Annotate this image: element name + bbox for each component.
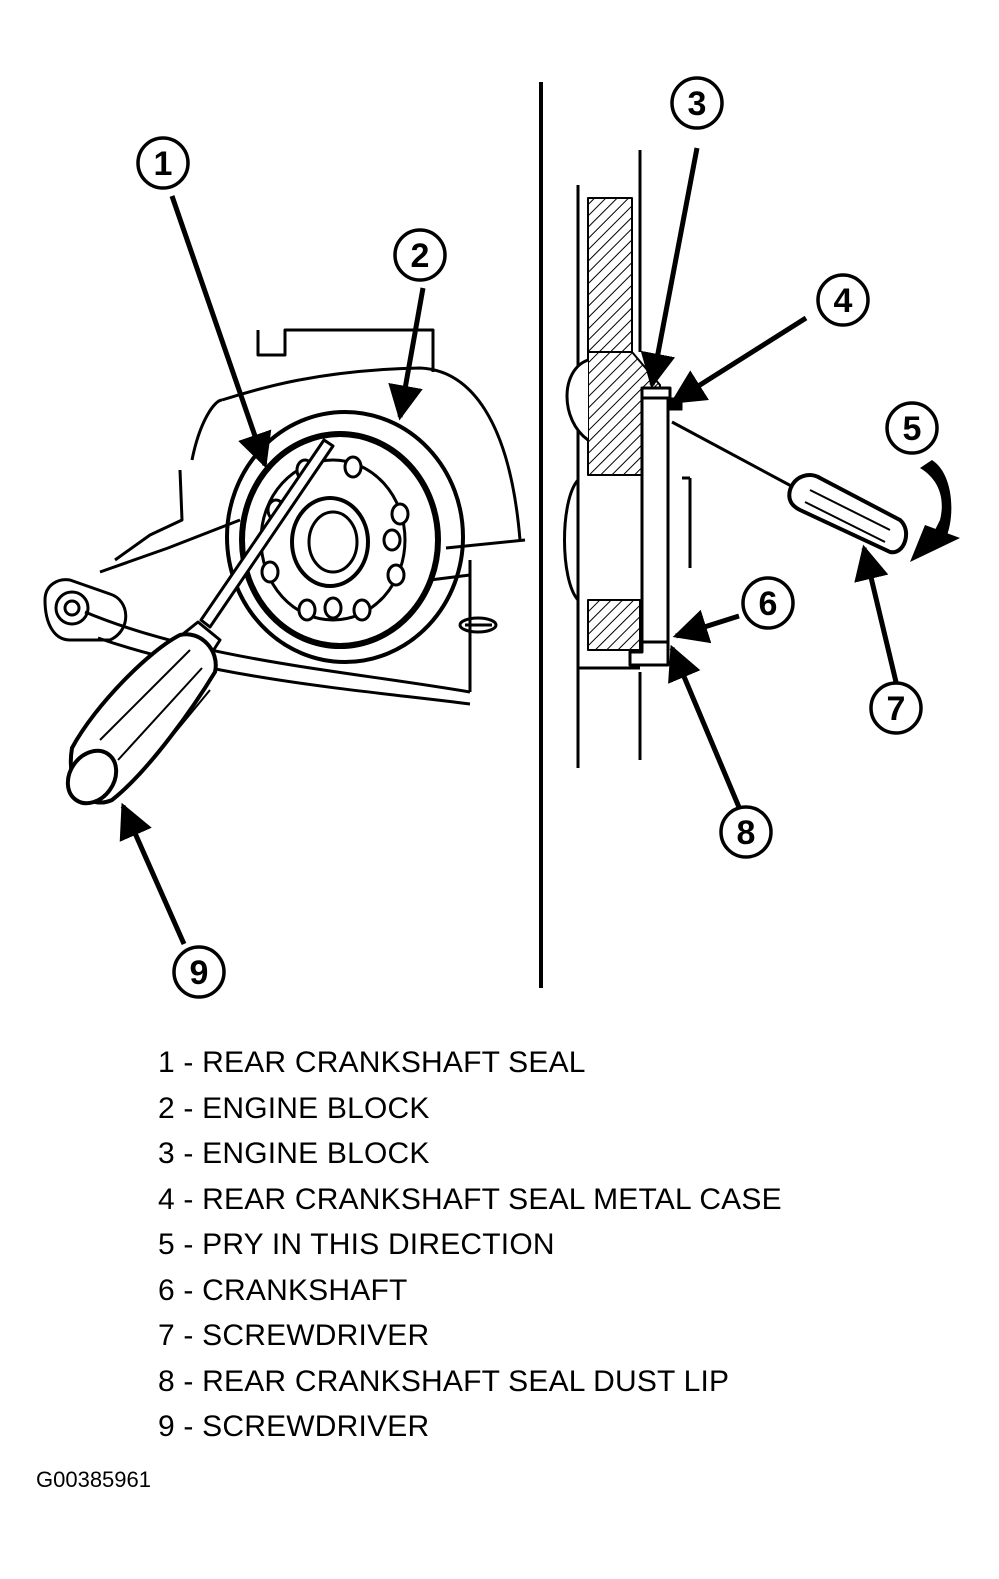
legend-item: 8 - REAR CRANKSHAFT SEAL DUST LIP xyxy=(158,1364,730,1398)
legend-item: 3 - ENGINE BLOCK xyxy=(158,1137,430,1170)
callout-6: 6 xyxy=(741,576,795,630)
callout-1: 1 xyxy=(136,136,190,190)
svg-text:8: 8 xyxy=(737,814,756,852)
callout-2: 2 xyxy=(393,228,447,282)
rear-crankshaft-seal-left xyxy=(225,410,465,664)
legend-item: 7 - SCREWDRIVER xyxy=(158,1319,430,1352)
svg-text:5: 5 xyxy=(903,410,922,448)
legend-item: 5 - PRY IN THIS DIRECTION xyxy=(158,1228,555,1261)
callout-5: 5 xyxy=(885,401,939,455)
pry-direction-arrowhead xyxy=(910,525,960,562)
legend-item: 9 - SCREWDRIVER xyxy=(158,1410,430,1443)
figure-id: G00385961 xyxy=(36,1467,151,1492)
screwdriver-left xyxy=(65,438,335,806)
legend-item: 6 - CRANKSHAFT xyxy=(158,1273,408,1307)
seal-removal-diagram: 1 2 3 4 5 6 7 8 9 xyxy=(43,76,960,999)
callout-3: 3 xyxy=(670,76,724,130)
svg-text:6: 6 xyxy=(759,585,778,623)
legend-item: 2 - ENGINE BLOCK xyxy=(158,1091,430,1125)
svg-text:1: 1 xyxy=(154,145,173,183)
parts-legend: 1 - REAR CRANKSHAFT SEAL 2 - ENGINE BLOC… xyxy=(158,1040,782,1450)
svg-text:2: 2 xyxy=(411,237,430,275)
screwdriver-right xyxy=(671,420,909,555)
svg-text:9: 9 xyxy=(190,954,209,992)
svg-text:7: 7 xyxy=(887,690,906,728)
callout-9: 9 xyxy=(172,945,226,999)
callout-4: 4 xyxy=(816,273,870,327)
svg-text:4: 4 xyxy=(834,282,853,320)
callout-8: 8 xyxy=(719,805,773,859)
legend-item: 1 - REAR CRANKSHAFT SEAL xyxy=(158,1046,586,1079)
left-view-engine-block xyxy=(43,328,526,706)
callout-leaders xyxy=(119,147,899,946)
callout-7: 7 xyxy=(869,681,923,735)
pry-direction-arrow xyxy=(920,460,952,540)
svg-text:3: 3 xyxy=(688,85,707,123)
legend-item: 4 - REAR CRANKSHAFT SEAL METAL CASE xyxy=(158,1182,782,1216)
right-view-cross-section xyxy=(563,150,692,768)
